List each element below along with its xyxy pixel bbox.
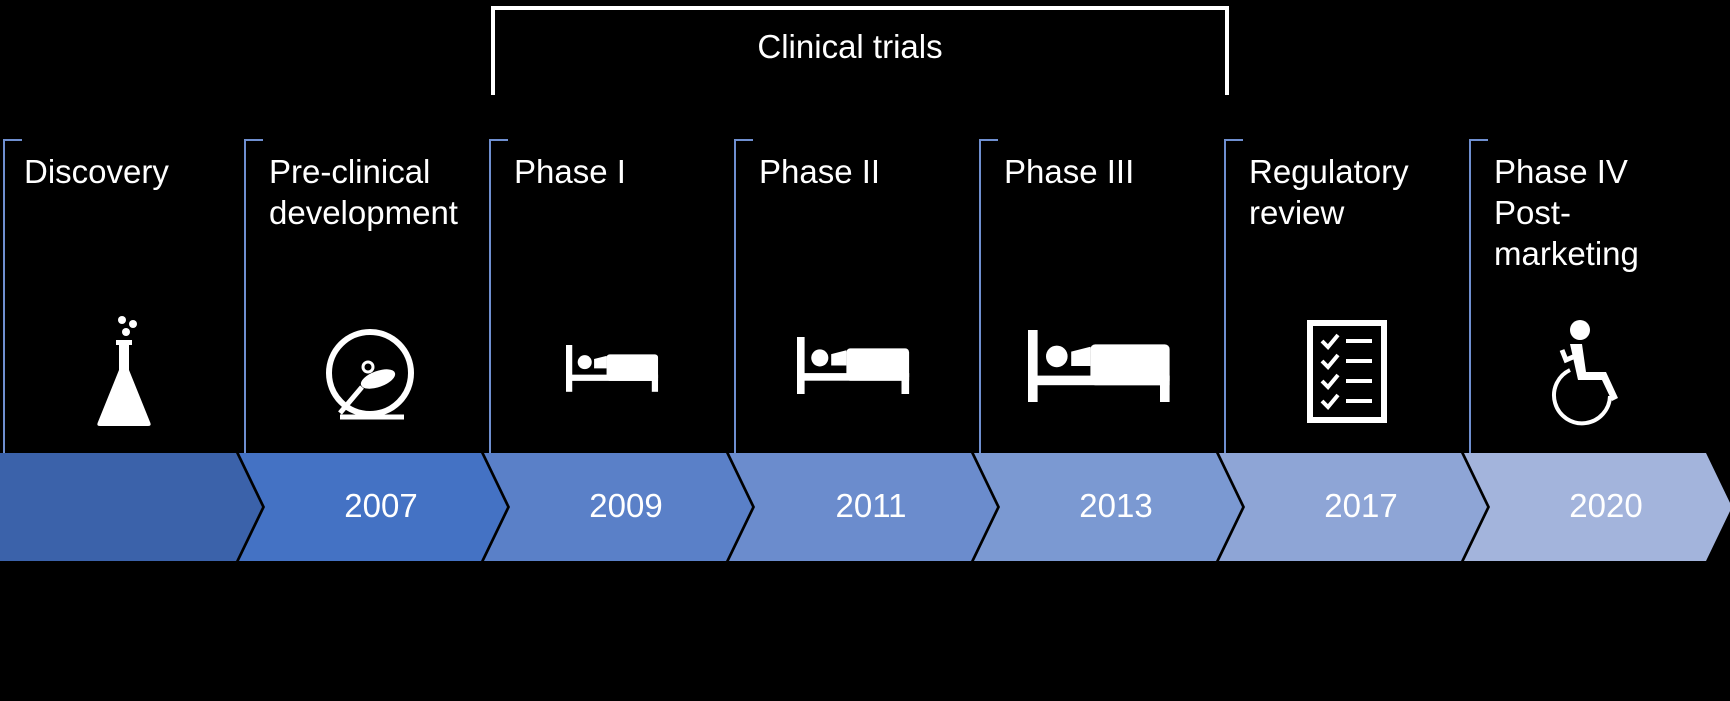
stage-year: 2007	[344, 487, 418, 524]
stage-divider	[979, 139, 998, 453]
stage-title: development	[269, 194, 458, 231]
timeline-chevron	[1464, 453, 1730, 561]
stage-title: Phase IV	[1494, 153, 1628, 190]
clinical-trials-bracket	[491, 6, 1229, 95]
hamster-wheel-icon	[326, 329, 414, 420]
stage-year: 2013	[1079, 487, 1153, 524]
stage-title: Pre-clinical	[269, 153, 431, 190]
stage-year: 2020	[1569, 487, 1643, 524]
stage-title: Discovery	[24, 153, 169, 190]
stage-divider	[3, 139, 22, 453]
stage-title: Phase I	[514, 153, 626, 190]
stage-year: 2017	[1324, 487, 1398, 524]
stage-title: Post-	[1494, 194, 1572, 231]
stage-year: 2009	[589, 487, 663, 524]
stage-divider	[244, 139, 263, 453]
bed-patient-icon	[797, 337, 910, 394]
bed-patient-icon	[566, 345, 659, 392]
stage-title: marketing	[1494, 235, 1639, 272]
stage-divider	[734, 139, 753, 453]
checklist-icon	[1307, 320, 1387, 423]
bed-patient-icon	[1028, 330, 1170, 402]
stage-title: Regulatory	[1249, 153, 1409, 190]
clinical-trials-label: Clinical trials	[757, 28, 943, 65]
timeline-chevron	[974, 453, 1242, 561]
flask-icon	[97, 316, 151, 426]
stage-title: review	[1249, 194, 1345, 231]
stage-divider	[1224, 139, 1243, 453]
wheelchair-icon	[1552, 320, 1618, 426]
stage-year: 2011	[835, 487, 907, 524]
stage-title: Phase II	[759, 153, 881, 190]
stage-title: Phase III	[1004, 153, 1135, 190]
timeline-chevron	[1219, 453, 1487, 561]
stage-divider	[1469, 139, 1488, 453]
timeline-chevron	[0, 453, 262, 561]
timeline-chevron	[239, 453, 507, 561]
timeline-chevron	[729, 453, 997, 561]
timeline-chevron	[484, 453, 752, 561]
stage-divider	[489, 139, 508, 453]
